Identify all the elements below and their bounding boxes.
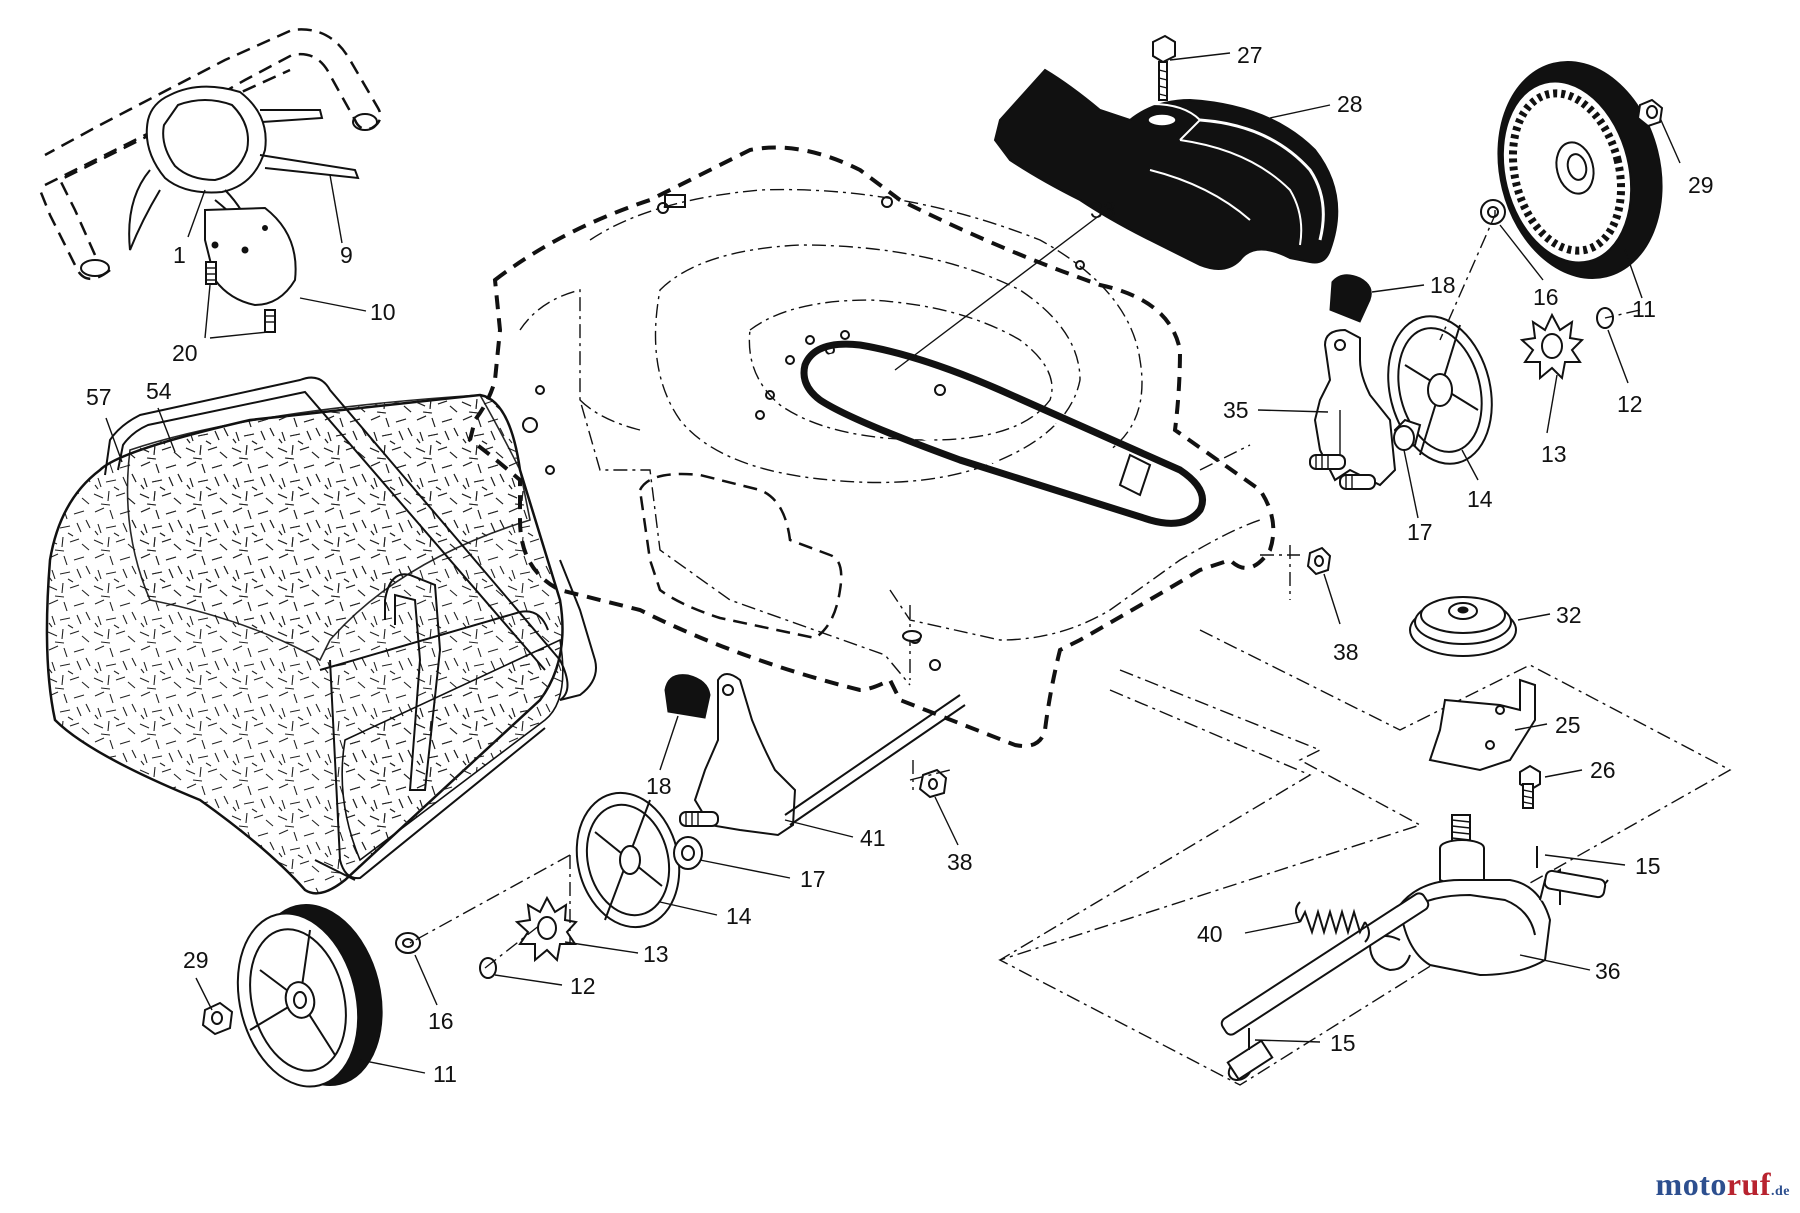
part-label: 20 — [172, 340, 198, 366]
part-label: 13 — [1541, 441, 1567, 467]
part-label: 14 — [726, 903, 752, 929]
part-label: 11 — [1632, 296, 1656, 322]
part-label: 38 — [1333, 639, 1359, 665]
part-label: 11 — [433, 1061, 457, 1087]
part-label: 54 — [146, 378, 172, 404]
watermark-part-1: moto — [1655, 1166, 1727, 1202]
discharge-chute — [993, 34, 1339, 270]
left-front-wheel — [201, 903, 383, 1088]
right-nut — [1306, 546, 1332, 576]
part-label: 36 — [1595, 958, 1621, 984]
part-label: 16 — [428, 1008, 454, 1034]
part-label: 18 — [646, 773, 672, 799]
left-height-adjuster — [664, 673, 966, 837]
part-label: 38 — [947, 849, 973, 875]
part-label: 10 — [370, 299, 396, 325]
part-label: 33 — [1090, 197, 1116, 223]
part-label: 29 — [183, 947, 209, 973]
part-label: 41 — [860, 825, 886, 851]
part-label: 12 — [570, 973, 596, 999]
transmission-assembly — [998, 596, 1732, 1086]
right-height-adjuster — [1309, 274, 1397, 490]
left-nut — [918, 768, 948, 799]
part-labels: 1 9 10 20 57 54 27 28 33 29 16 11 18 35 … — [86, 42, 1714, 1087]
watermark-part-3: .de — [1771, 1184, 1790, 1199]
grass-catcher — [45, 376, 597, 895]
part-label: 32 — [1556, 602, 1582, 628]
part-label: 18 — [1430, 272, 1456, 298]
alignment-lines — [409, 210, 1641, 969]
part-label: 15 — [1635, 853, 1661, 879]
part-label: 26 — [1590, 757, 1616, 783]
part-label: 17 — [800, 866, 826, 892]
part-label: 35 — [1223, 397, 1249, 423]
part-label: 57 — [86, 384, 112, 410]
part-label: 17 — [1407, 519, 1433, 545]
mower-deck — [467, 145, 1276, 748]
part-label: 29 — [1688, 172, 1714, 198]
part-label: 14 — [1467, 486, 1493, 512]
part-label: 12 — [1617, 391, 1643, 417]
leader-lines — [105, 52, 1681, 1074]
part-label: 27 — [1237, 42, 1263, 68]
part-label: 28 — [1337, 91, 1363, 117]
watermark-logo: motoruf.de — [1656, 1166, 1790, 1203]
part-label: 40 — [1197, 921, 1223, 947]
part-label: 1 — [173, 242, 186, 268]
part-label: 13 — [643, 941, 669, 967]
watermark-part-2: ruf — [1726, 1166, 1771, 1202]
part-label: 25 — [1555, 712, 1581, 738]
part-label: 16 — [1533, 284, 1559, 310]
right-wheel-hub — [1387, 307, 1614, 465]
part-label: 9 — [340, 242, 353, 268]
left-wheel-hub — [395, 791, 703, 979]
right-rear-wheel — [1480, 61, 1664, 279]
handle-assembly — [38, 28, 382, 333]
part-label: 15 — [1330, 1030, 1356, 1056]
